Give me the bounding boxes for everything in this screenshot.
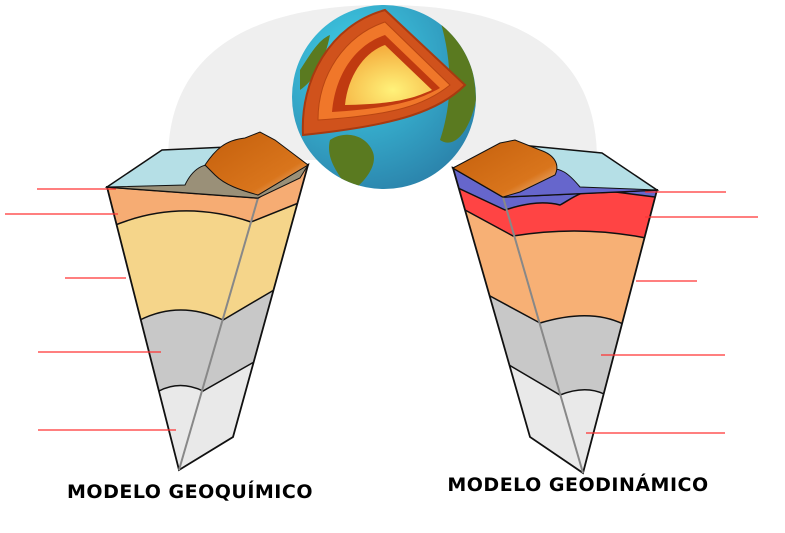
geochemical-wedge [104,131,310,472]
geodynamic-wedge [451,139,660,475]
mountains [204,131,309,196]
geodynamic-model-title: MODELO GEODINÁMICO [447,474,709,496]
geochemical-model-title: MODELO GEOQUÍMICO [67,481,313,503]
mountains [451,139,558,198]
earth-globe [292,5,476,189]
label-lines [5,188,758,434]
